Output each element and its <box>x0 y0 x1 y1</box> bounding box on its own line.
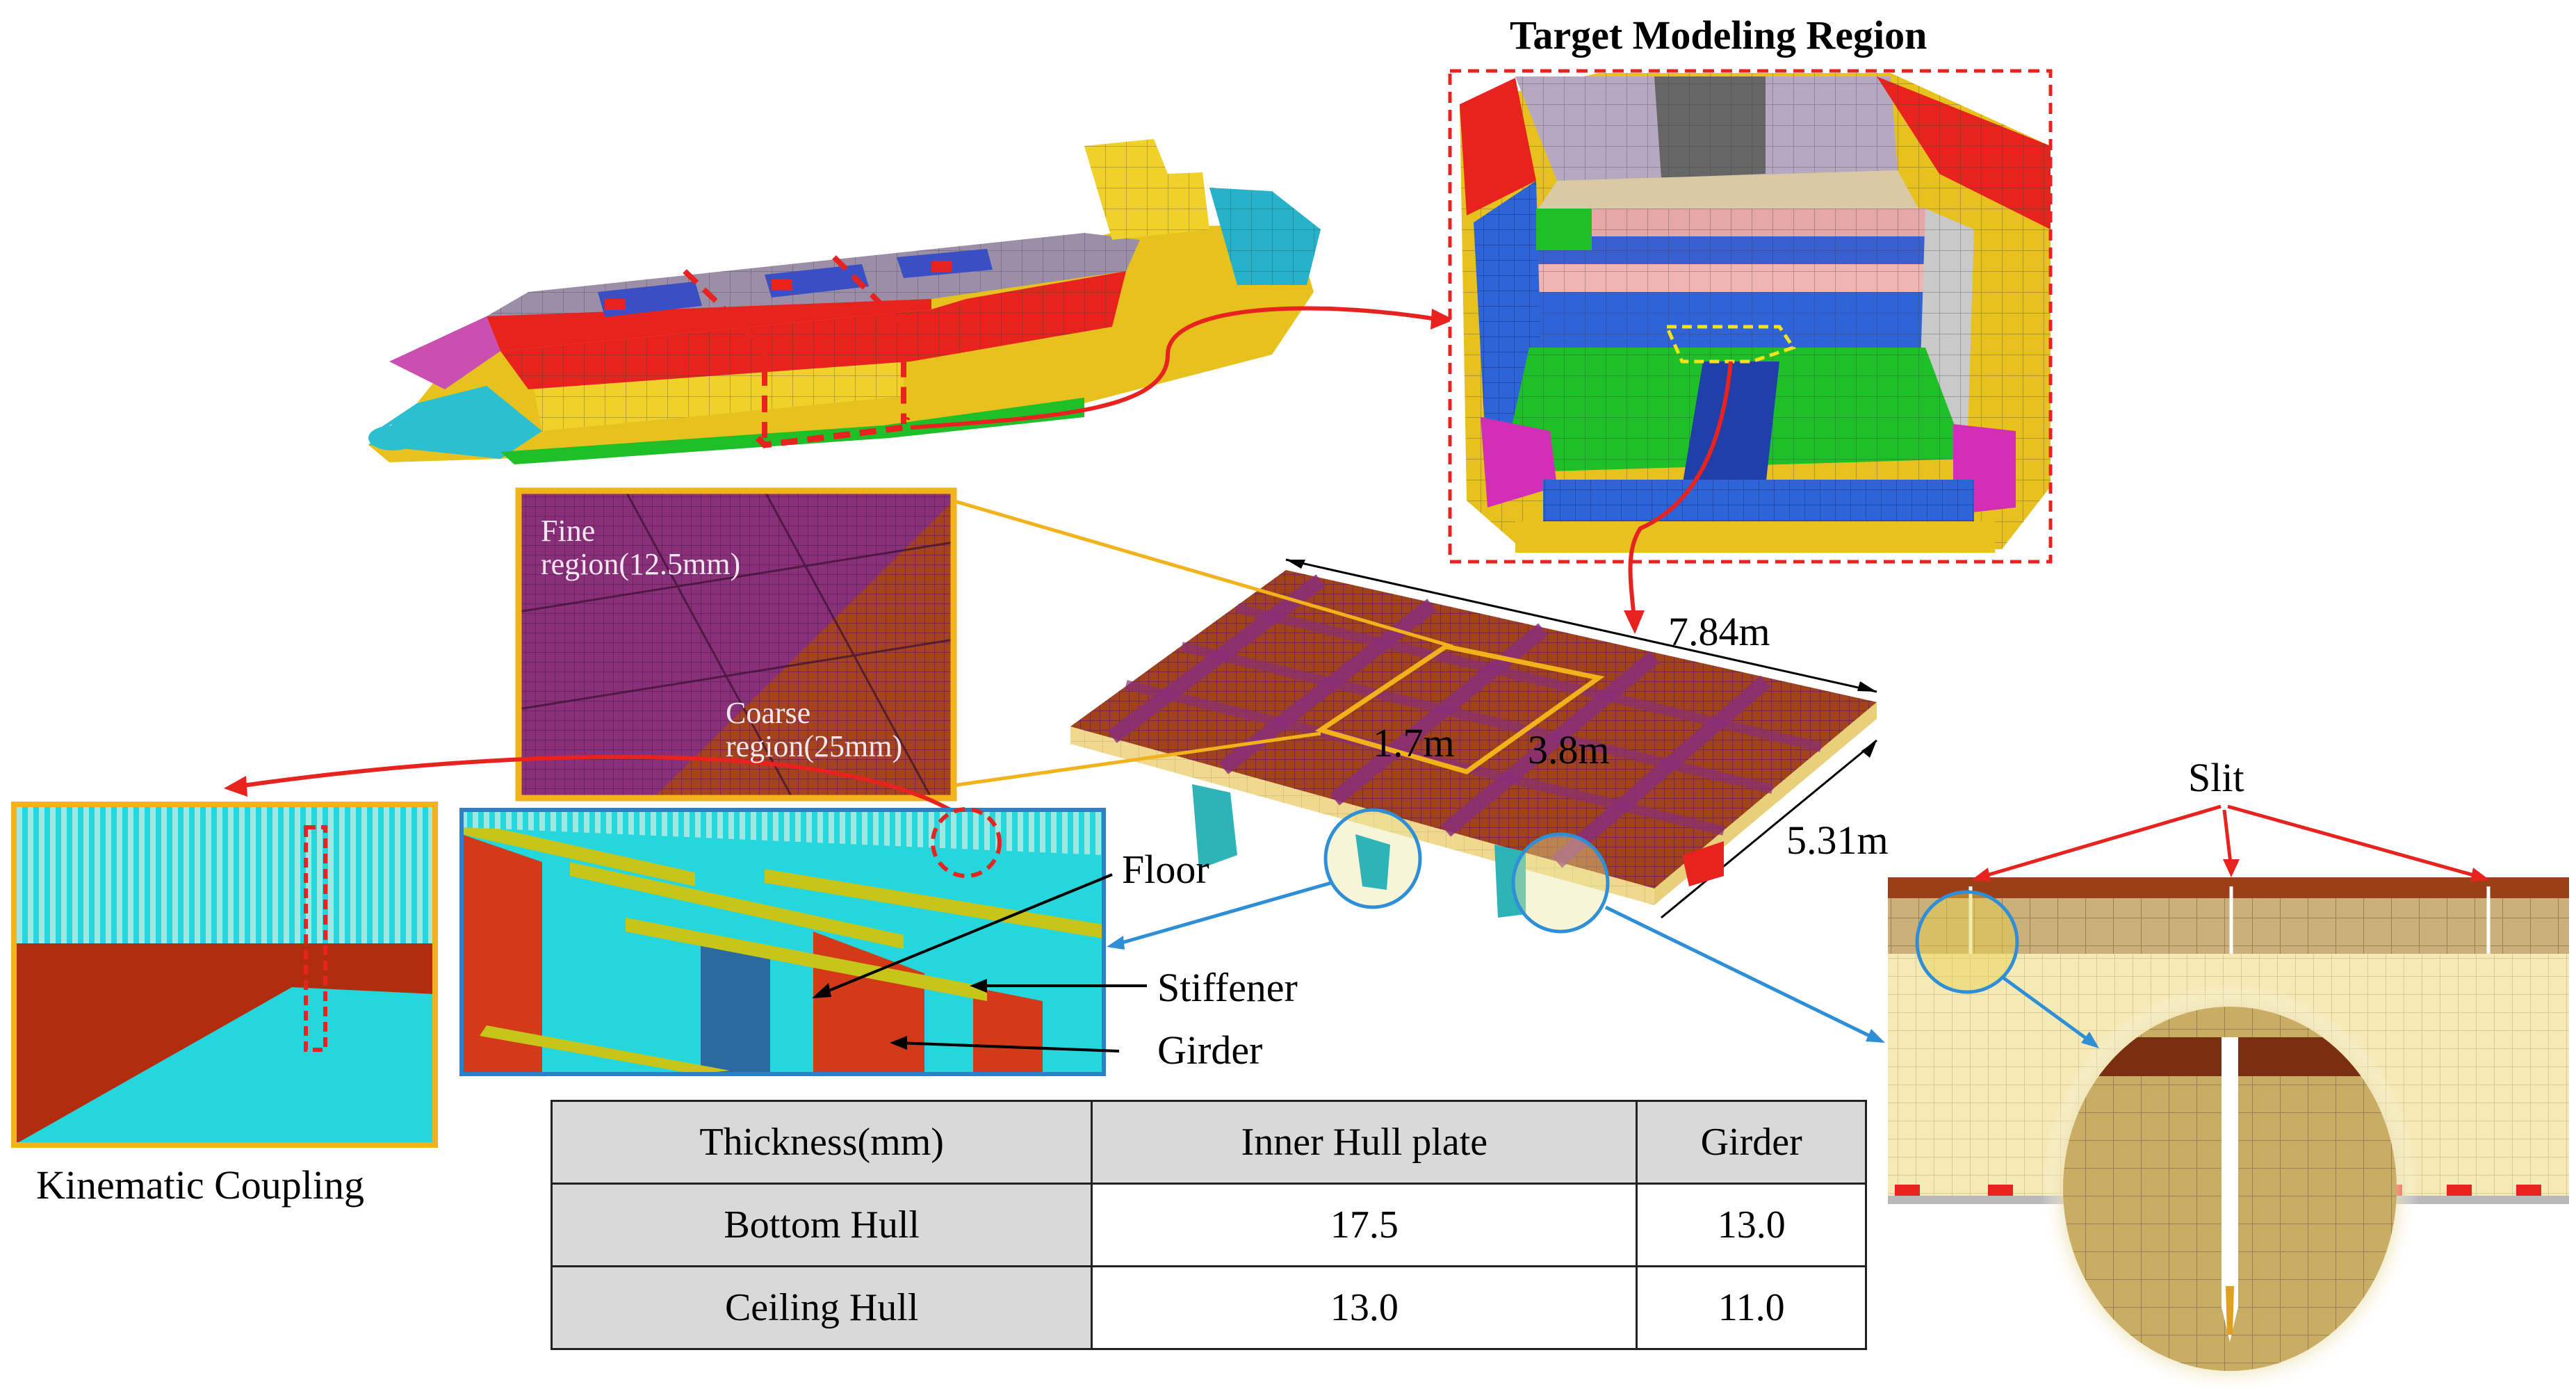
table-row-header: Bottom Hull <box>550 1183 1093 1267</box>
structure-inset <box>459 807 1106 1076</box>
dim-length-label: 7.84m <box>1668 609 1770 654</box>
ship-to-target-arrow <box>910 306 1433 430</box>
table-cell: 13.0 <box>1091 1265 1638 1350</box>
table-cell: 17.5 <box>1091 1183 1638 1267</box>
stiffener-label: Stiffener <box>1157 965 1298 1010</box>
slit-highlight-circle <box>1511 832 1610 934</box>
target-to-plate-arrow <box>1628 361 1733 612</box>
dim-fine-width-label: 1.7m <box>1373 720 1455 765</box>
thickness-table: Thickness(mm) Inner Hull plate Girder Bo… <box>550 1100 1867 1350</box>
ship-model <box>368 139 1321 464</box>
table-header-row: Thickness(mm) Inner Hull plate Girder <box>550 1100 1867 1185</box>
kinematic-coupling-inset <box>11 802 438 1148</box>
mesh-inset <box>515 487 957 802</box>
target-region-model <box>1450 71 2051 562</box>
target-region-frame <box>1448 69 2053 564</box>
table-header-cell: Inner Hull plate <box>1091 1100 1638 1185</box>
plate-model <box>1070 558 1877 934</box>
target-region-title: Target Modeling Region <box>1510 13 1927 58</box>
slit-label: Slit <box>2188 755 2244 800</box>
table-cell: 13.0 <box>1636 1183 1867 1267</box>
coarse-region-label: Coarse region(25mm) <box>726 696 903 764</box>
girder-label: Girder <box>1157 1027 1263 1073</box>
table-cell: 11.0 <box>1636 1265 1867 1350</box>
table-row: Bottom Hull 17.5 13.0 <box>550 1183 1867 1267</box>
table-header-cell: Girder <box>1636 1100 1867 1185</box>
floor-label: Floor <box>1122 847 1209 892</box>
dim-fine-length-label: 3.8m <box>1528 727 1610 772</box>
coupling-arrow <box>243 754 982 833</box>
table-header-cell: Thickness(mm) <box>550 1100 1093 1185</box>
kinematic-coupling-label: Kinematic Coupling <box>36 1162 364 1208</box>
fine-region-label: Fine region(12.5mm) <box>541 514 741 582</box>
slit-panel <box>1888 877 2569 1389</box>
slit-arrows <box>1979 804 2482 879</box>
table-row: Ceiling Hull 13.0 11.0 <box>550 1265 1867 1350</box>
dim-width-label: 5.31m <box>1786 818 1889 863</box>
table-row-header: Ceiling Hull <box>550 1265 1093 1350</box>
